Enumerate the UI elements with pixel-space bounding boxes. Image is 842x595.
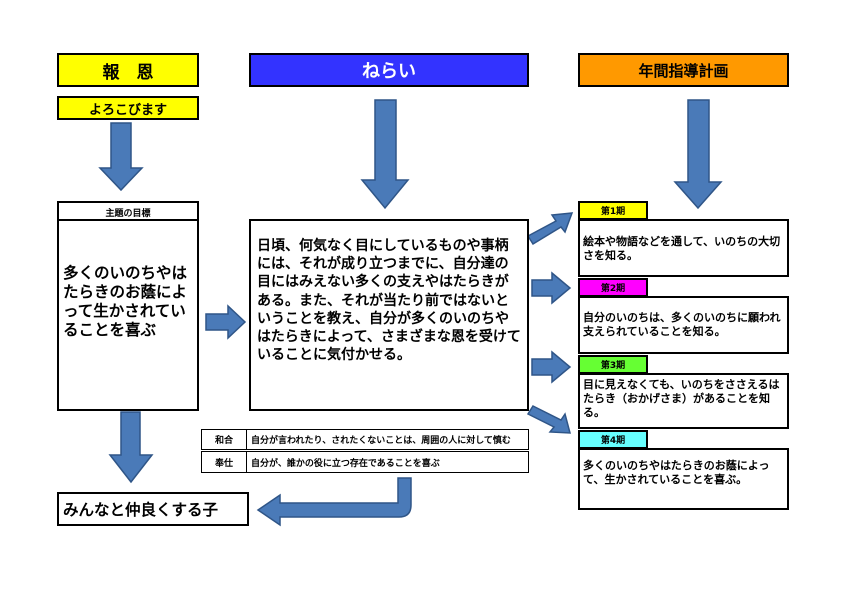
yorokobimasu-label: よろこびます <box>57 96 199 120</box>
arrow-term1 <box>526 212 574 246</box>
term-3-label: 第3期 <box>578 355 648 374</box>
arrow-right-theme <box>205 304 247 340</box>
value-row-2: 奉仕 自分が、誰かの役に立つ存在であることを喜ぶ <box>201 451 529 473</box>
arrow-down-goal <box>108 411 154 484</box>
goal-box: みんなと仲良くする子 <box>57 492 249 526</box>
arrow-term3 <box>531 350 572 384</box>
term-2-text: 自分のいのちは、多くのいのちに願われ支えられていることを知る。 <box>578 296 789 354</box>
houon-header: 報 恩 <box>57 53 199 87</box>
arrow-down-houon <box>98 122 144 192</box>
term-1-text: 絵本や物語などを通して、いのちの大切さを知る。 <box>578 219 789 277</box>
nerai-text: 日頃、何気なく目にしているものや事柄には、それが成り立つまでに、自分達の目にはみ… <box>249 219 529 411</box>
term-4-label: 第4期 <box>578 430 648 449</box>
term-1-label: 第1期 <box>578 201 648 220</box>
term-2-label: 第2期 <box>578 278 648 297</box>
term-4-text: 多くのいのちやはたらきのお蔭によって、生かされていることを喜ぶ。 <box>578 448 789 510</box>
term-3-text: 目に見えなくても、いのちをささえるはたらき（おかげさま）があることを知る。 <box>578 373 789 429</box>
value-text-2: 自分が、誰かの役に立つ存在であることを喜ぶ <box>246 452 440 472</box>
theme-label: 主題の目標 <box>57 201 199 221</box>
theme-text: 多くのいのちやはたらきのお蔭によって生かされていることを喜ぶ <box>57 219 199 411</box>
value-text-1: 自分が言われたり、されたくないことは、周囲の人に対して慎む <box>246 430 511 449</box>
arrow-uturn <box>256 477 412 527</box>
value-label-2: 奉仕 <box>214 458 233 469</box>
value-label-1: 和合 <box>214 436 233 446</box>
arrow-down-nenkan <box>673 99 723 210</box>
arrow-term2 <box>531 271 572 305</box>
arrow-down-nerai <box>360 99 410 210</box>
nenkan-header: 年間指導計画 <box>578 53 789 87</box>
arrow-term4 <box>526 405 571 434</box>
value-row-1: 和合 自分が言われたり、されたくないことは、周囲の人に対して慎む <box>201 429 529 450</box>
nerai-header: ねらい <box>249 53 529 87</box>
